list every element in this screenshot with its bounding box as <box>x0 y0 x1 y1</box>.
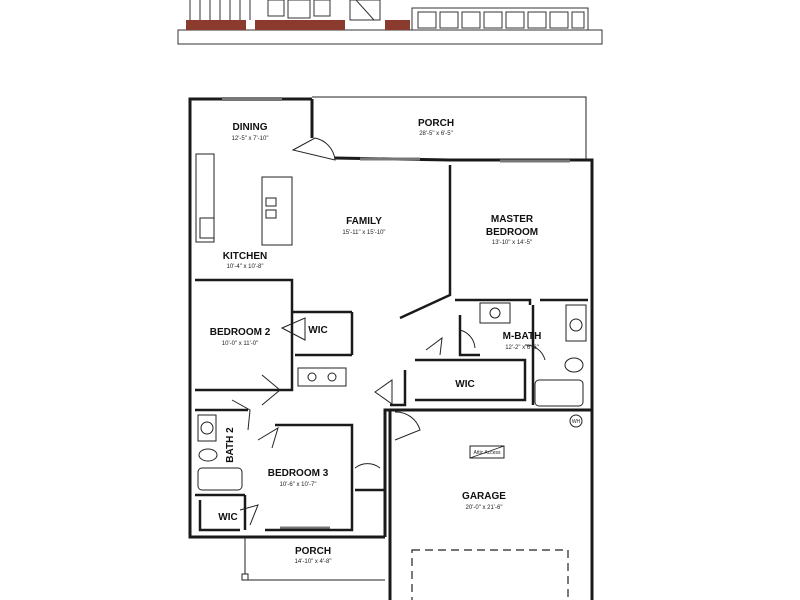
mbath-dims: 12'-2" x 6'-6" <box>505 345 539 351</box>
dining-label: DINING <box>233 122 268 133</box>
dining-dims: 12'-5" x 7'-10" <box>232 136 269 142</box>
porch-top-label: PORCH <box>418 118 454 129</box>
porch-bottom-label: PORCH <box>295 546 331 557</box>
kitchen-fixtures <box>195 153 293 246</box>
master-label-line1: MASTER <box>491 214 534 225</box>
bedroom2-dims: 10'-0" x 11'-0" <box>222 341 258 347</box>
porch-top-outline <box>222 96 587 163</box>
bedroom2-label: BEDROOM 2 <box>210 327 271 338</box>
room-labels: DINING 12'-5" x 7'-10" PORCH 28'-5" x 6'… <box>210 118 581 565</box>
garage-dims: 20'-0" x 21'-6" <box>466 505 503 511</box>
water-heater-label: WH <box>572 419 581 425</box>
kitchen-dims: 10'-4" x 10'-8" <box>227 264 264 270</box>
mbath-label: M-BATH <box>503 331 542 342</box>
attic-access-label: Attic Access <box>474 450 501 456</box>
bath2-label: BATH 2 <box>225 427 236 463</box>
kitchen-label: KITCHEN <box>223 251 267 262</box>
family-label: FAMILY <box>346 216 382 227</box>
interior-walls <box>195 165 588 532</box>
porch-bottom-outline <box>241 526 385 581</box>
master-dims: 13'-10" x 14'-5" <box>492 240 532 246</box>
porch-top-dims: 28'-5" x 6'-5" <box>419 131 453 137</box>
wic3-label: WIC <box>218 512 237 523</box>
garage-walls <box>388 410 594 600</box>
bedroom3-dims: 10'-6" x 10'-7" <box>280 482 317 488</box>
master-label-line2: BEDROOM <box>486 227 538 238</box>
family-dims: 15'-11" x 15'-10" <box>342 230 385 236</box>
wic2-label: WIC <box>455 379 474 390</box>
porch-bottom-dims: 14'-10" x 4'-8" <box>295 559 332 565</box>
door-swings <box>231 137 546 526</box>
wic1-label: WIC <box>308 325 327 336</box>
garage-label: GARAGE <box>462 491 506 502</box>
bedroom3-label: BEDROOM 3 <box>268 468 329 479</box>
bath-fixtures <box>197 302 587 491</box>
house-elevation <box>177 0 603 45</box>
